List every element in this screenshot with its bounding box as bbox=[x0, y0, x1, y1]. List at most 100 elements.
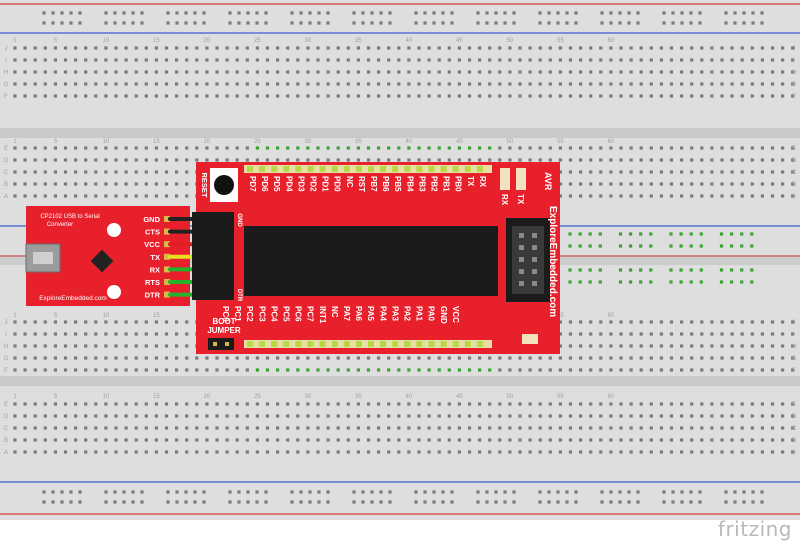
header-pin bbox=[331, 166, 338, 172]
row-letter: H bbox=[4, 70, 8, 76]
breadboard-hole bbox=[518, 402, 522, 406]
breadboard-hole bbox=[225, 46, 229, 50]
breadboard-hole bbox=[699, 244, 703, 248]
breadboard-hole bbox=[427, 402, 431, 406]
breadboard-hole bbox=[84, 426, 88, 430]
breadboard-hole bbox=[730, 332, 734, 336]
converter-pin-pad bbox=[164, 279, 170, 285]
breadboard-hole bbox=[719, 268, 724, 272]
breadboard-hole bbox=[599, 450, 603, 454]
breadboard-hole bbox=[589, 438, 593, 442]
breadboard-hole bbox=[316, 46, 320, 50]
breadboard-hole bbox=[750, 146, 754, 150]
breadboard-hole bbox=[599, 320, 603, 324]
breadboard-hole bbox=[447, 402, 451, 406]
breadboard-hole bbox=[74, 332, 78, 336]
breadboard-hole bbox=[478, 426, 482, 430]
breadboard-hole bbox=[669, 268, 673, 272]
row-letter: G bbox=[792, 356, 797, 362]
pin-label: PD7 bbox=[248, 176, 257, 192]
breadboard-hole bbox=[609, 426, 613, 430]
breadboard-hole bbox=[387, 368, 391, 372]
row-letter: G bbox=[792, 82, 797, 88]
breadboard-hole bbox=[316, 356, 320, 360]
breadboard-hole bbox=[124, 356, 128, 360]
breadboard-hole bbox=[154, 182, 158, 186]
breadboard-hole bbox=[33, 170, 37, 174]
breadboard-hole bbox=[467, 82, 472, 86]
breadboard-hole bbox=[134, 82, 138, 86]
breadboard-hole bbox=[538, 450, 542, 454]
breadboard-hole bbox=[84, 438, 88, 442]
breadboard-hole bbox=[558, 426, 562, 430]
breadboard-hole bbox=[94, 320, 98, 324]
breadboard-hole bbox=[548, 438, 552, 442]
breadboard-hole bbox=[720, 332, 724, 336]
breadboard-hole bbox=[63, 368, 68, 372]
rail-hole bbox=[60, 11, 64, 15]
rail-hole bbox=[760, 500, 764, 504]
breadboard-hole bbox=[13, 182, 17, 186]
breadboard-hole bbox=[205, 368, 209, 372]
breadboard-hole bbox=[154, 70, 158, 74]
pin-label: PC6 bbox=[294, 306, 303, 322]
breadboard-hole bbox=[195, 58, 199, 62]
breadboard-hole bbox=[306, 58, 310, 62]
breadboard-hole bbox=[760, 146, 764, 150]
rail-hole bbox=[379, 490, 383, 494]
breadboard-hole bbox=[589, 146, 593, 150]
breadboard-hole bbox=[134, 58, 138, 62]
breadboard-hole bbox=[488, 426, 492, 430]
breadboard-hole bbox=[447, 450, 451, 454]
breadboard-hole bbox=[366, 368, 371, 372]
breadboard-hole bbox=[579, 438, 583, 442]
breadboard-hole bbox=[326, 94, 330, 98]
breadboard-hole bbox=[488, 94, 492, 98]
breadboard-hole bbox=[680, 332, 684, 336]
breadboard-hole bbox=[94, 356, 98, 360]
breadboard-hole bbox=[659, 70, 663, 74]
breadboard-hole bbox=[589, 414, 593, 418]
rail-hole bbox=[51, 11, 55, 15]
rail-hole bbox=[751, 21, 755, 25]
header-pin bbox=[283, 166, 290, 172]
rail-hole bbox=[627, 11, 631, 15]
breadboard-hole bbox=[296, 426, 300, 430]
breadboard-hole bbox=[33, 426, 37, 430]
cp2102-converter[interactable]: CP2102 USB to SerialConverterExploreEmbe… bbox=[25, 206, 190, 306]
breadboard-hole bbox=[579, 182, 583, 186]
breadboard-hole bbox=[437, 368, 441, 372]
breadboard-hole bbox=[195, 146, 199, 150]
uart-header bbox=[192, 212, 234, 300]
rail-hole bbox=[308, 21, 312, 25]
reset-button[interactable] bbox=[214, 175, 234, 195]
breadboard-hole bbox=[598, 268, 602, 272]
breadboard-hole bbox=[346, 82, 350, 86]
breadboard-hole bbox=[659, 438, 663, 442]
rail-hole bbox=[308, 500, 312, 504]
breadboard-hole bbox=[710, 70, 714, 74]
breadboard-hole bbox=[720, 438, 724, 442]
breadboard-hole bbox=[316, 146, 320, 150]
rail-hole bbox=[441, 11, 445, 15]
breadboard-hole bbox=[680, 368, 684, 372]
column-number: 35 bbox=[355, 139, 362, 145]
breadboard-hole bbox=[579, 414, 583, 418]
breadboard-hole bbox=[417, 450, 421, 454]
breadboard-hole bbox=[296, 94, 300, 98]
breadboard-hole bbox=[175, 320, 179, 324]
breadboard-hole bbox=[437, 82, 441, 86]
breadboard-hole bbox=[195, 414, 199, 418]
breadboard-hole bbox=[760, 414, 764, 418]
breadboard-hole bbox=[43, 356, 47, 360]
breadboard-hole bbox=[750, 356, 754, 360]
breadboard-hole bbox=[720, 194, 724, 198]
breadboard-hole bbox=[377, 368, 381, 372]
rail-hole bbox=[51, 500, 55, 504]
breadboard-hole bbox=[659, 94, 663, 98]
row-letter: B bbox=[4, 438, 8, 444]
boot-jumper[interactable] bbox=[208, 338, 234, 350]
converter-pin-label: RTS bbox=[145, 278, 160, 287]
breadboard-hole bbox=[538, 58, 542, 62]
